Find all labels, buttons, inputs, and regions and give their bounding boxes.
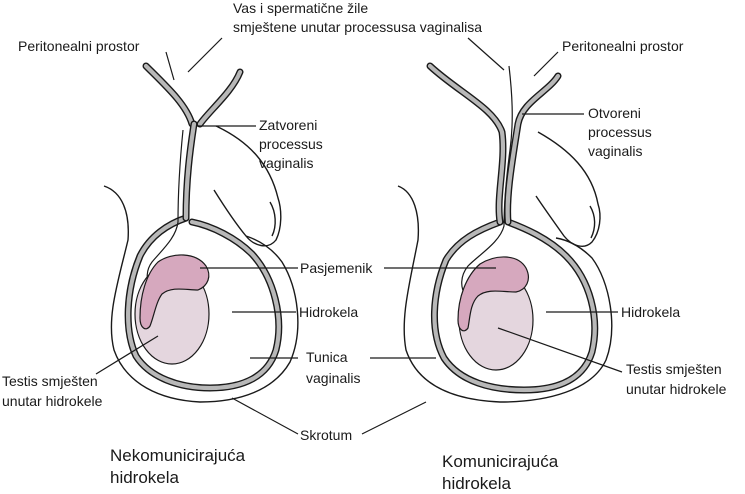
left-epididymis xyxy=(139,254,210,330)
leader-peritoneal-right xyxy=(533,51,559,77)
label-open-pv-line2: processus xyxy=(588,124,652,140)
leader-testis-left xyxy=(95,335,159,375)
label-vas-line1: Vas i spermatične žile xyxy=(233,0,368,16)
label-testis-right-line2: unutar hidrokele xyxy=(626,381,727,397)
label-vas-line2: smještene unutar processusa vaginalisa xyxy=(233,19,482,35)
labels: Vas i spermatične žile smještene unutar … xyxy=(2,0,727,443)
leader-scrotum-left xyxy=(231,397,299,435)
label-testis-right-line1: Testis smješten xyxy=(626,361,722,377)
right-scrotum-outline xyxy=(397,185,613,403)
right-vas-deferens xyxy=(461,65,513,297)
left-penis-outline xyxy=(213,125,282,247)
label-peritoneal-right: Peritonealni prostor xyxy=(562,38,684,54)
label-testis-left-line1: Testis smješten xyxy=(2,373,98,389)
leader-vas-right xyxy=(467,37,505,71)
label-closed-pv-line3: vaginalis xyxy=(259,155,313,171)
label-open-pv-line1: Otvoreni xyxy=(588,105,641,121)
left-penis-glans-line xyxy=(269,201,276,237)
leader-scrotum-right xyxy=(361,401,427,435)
label-scrotum: Skrotum xyxy=(300,427,352,443)
right-tunica-vaginalis-lumen xyxy=(432,219,597,393)
caption-right-line1: Komunicirajuća xyxy=(442,452,559,471)
label-tunica-line2: vaginalis xyxy=(306,370,360,386)
caption-left-line1: Nekomunicirajuća xyxy=(110,446,246,465)
right-open-processus-wall-left xyxy=(426,62,507,226)
label-open-pv-line3: vaginalis xyxy=(588,143,642,159)
left-tunica-vaginalis-lumen xyxy=(126,215,281,391)
leader-peritoneal-left xyxy=(165,51,175,81)
caption-right-line2: hidrokela xyxy=(442,474,512,493)
caption-left-line2: hidrokela xyxy=(110,468,180,487)
right-penis-glans-line xyxy=(589,205,596,239)
label-closed-pv-line1: Zatvoreni xyxy=(259,117,317,133)
label-peritoneal-left: Peritonealni prostor xyxy=(18,38,140,54)
label-hydrocele-left: Hidrokela xyxy=(299,304,358,320)
label-hydrocele-right: Hidrokela xyxy=(621,304,680,320)
label-tunica-line1: Tunica xyxy=(306,349,348,365)
leader-testis-right xyxy=(497,327,623,373)
leader-vas-left xyxy=(187,37,223,73)
left-vas-deferens xyxy=(146,129,184,287)
label-closed-pv-line2: processus xyxy=(259,136,323,152)
label-epididymis: Pasjemenik xyxy=(300,260,373,276)
right-epididymis xyxy=(457,256,529,332)
left-scrotum-outline xyxy=(103,185,299,403)
captions: Nekomunicirajuća hidrokela Komunicirajuć… xyxy=(110,446,559,493)
leader-lines xyxy=(95,37,623,435)
right-penis-outline xyxy=(535,131,601,247)
label-testis-left-line2: unutar hidrokele xyxy=(2,393,103,409)
right-figure xyxy=(397,62,613,403)
